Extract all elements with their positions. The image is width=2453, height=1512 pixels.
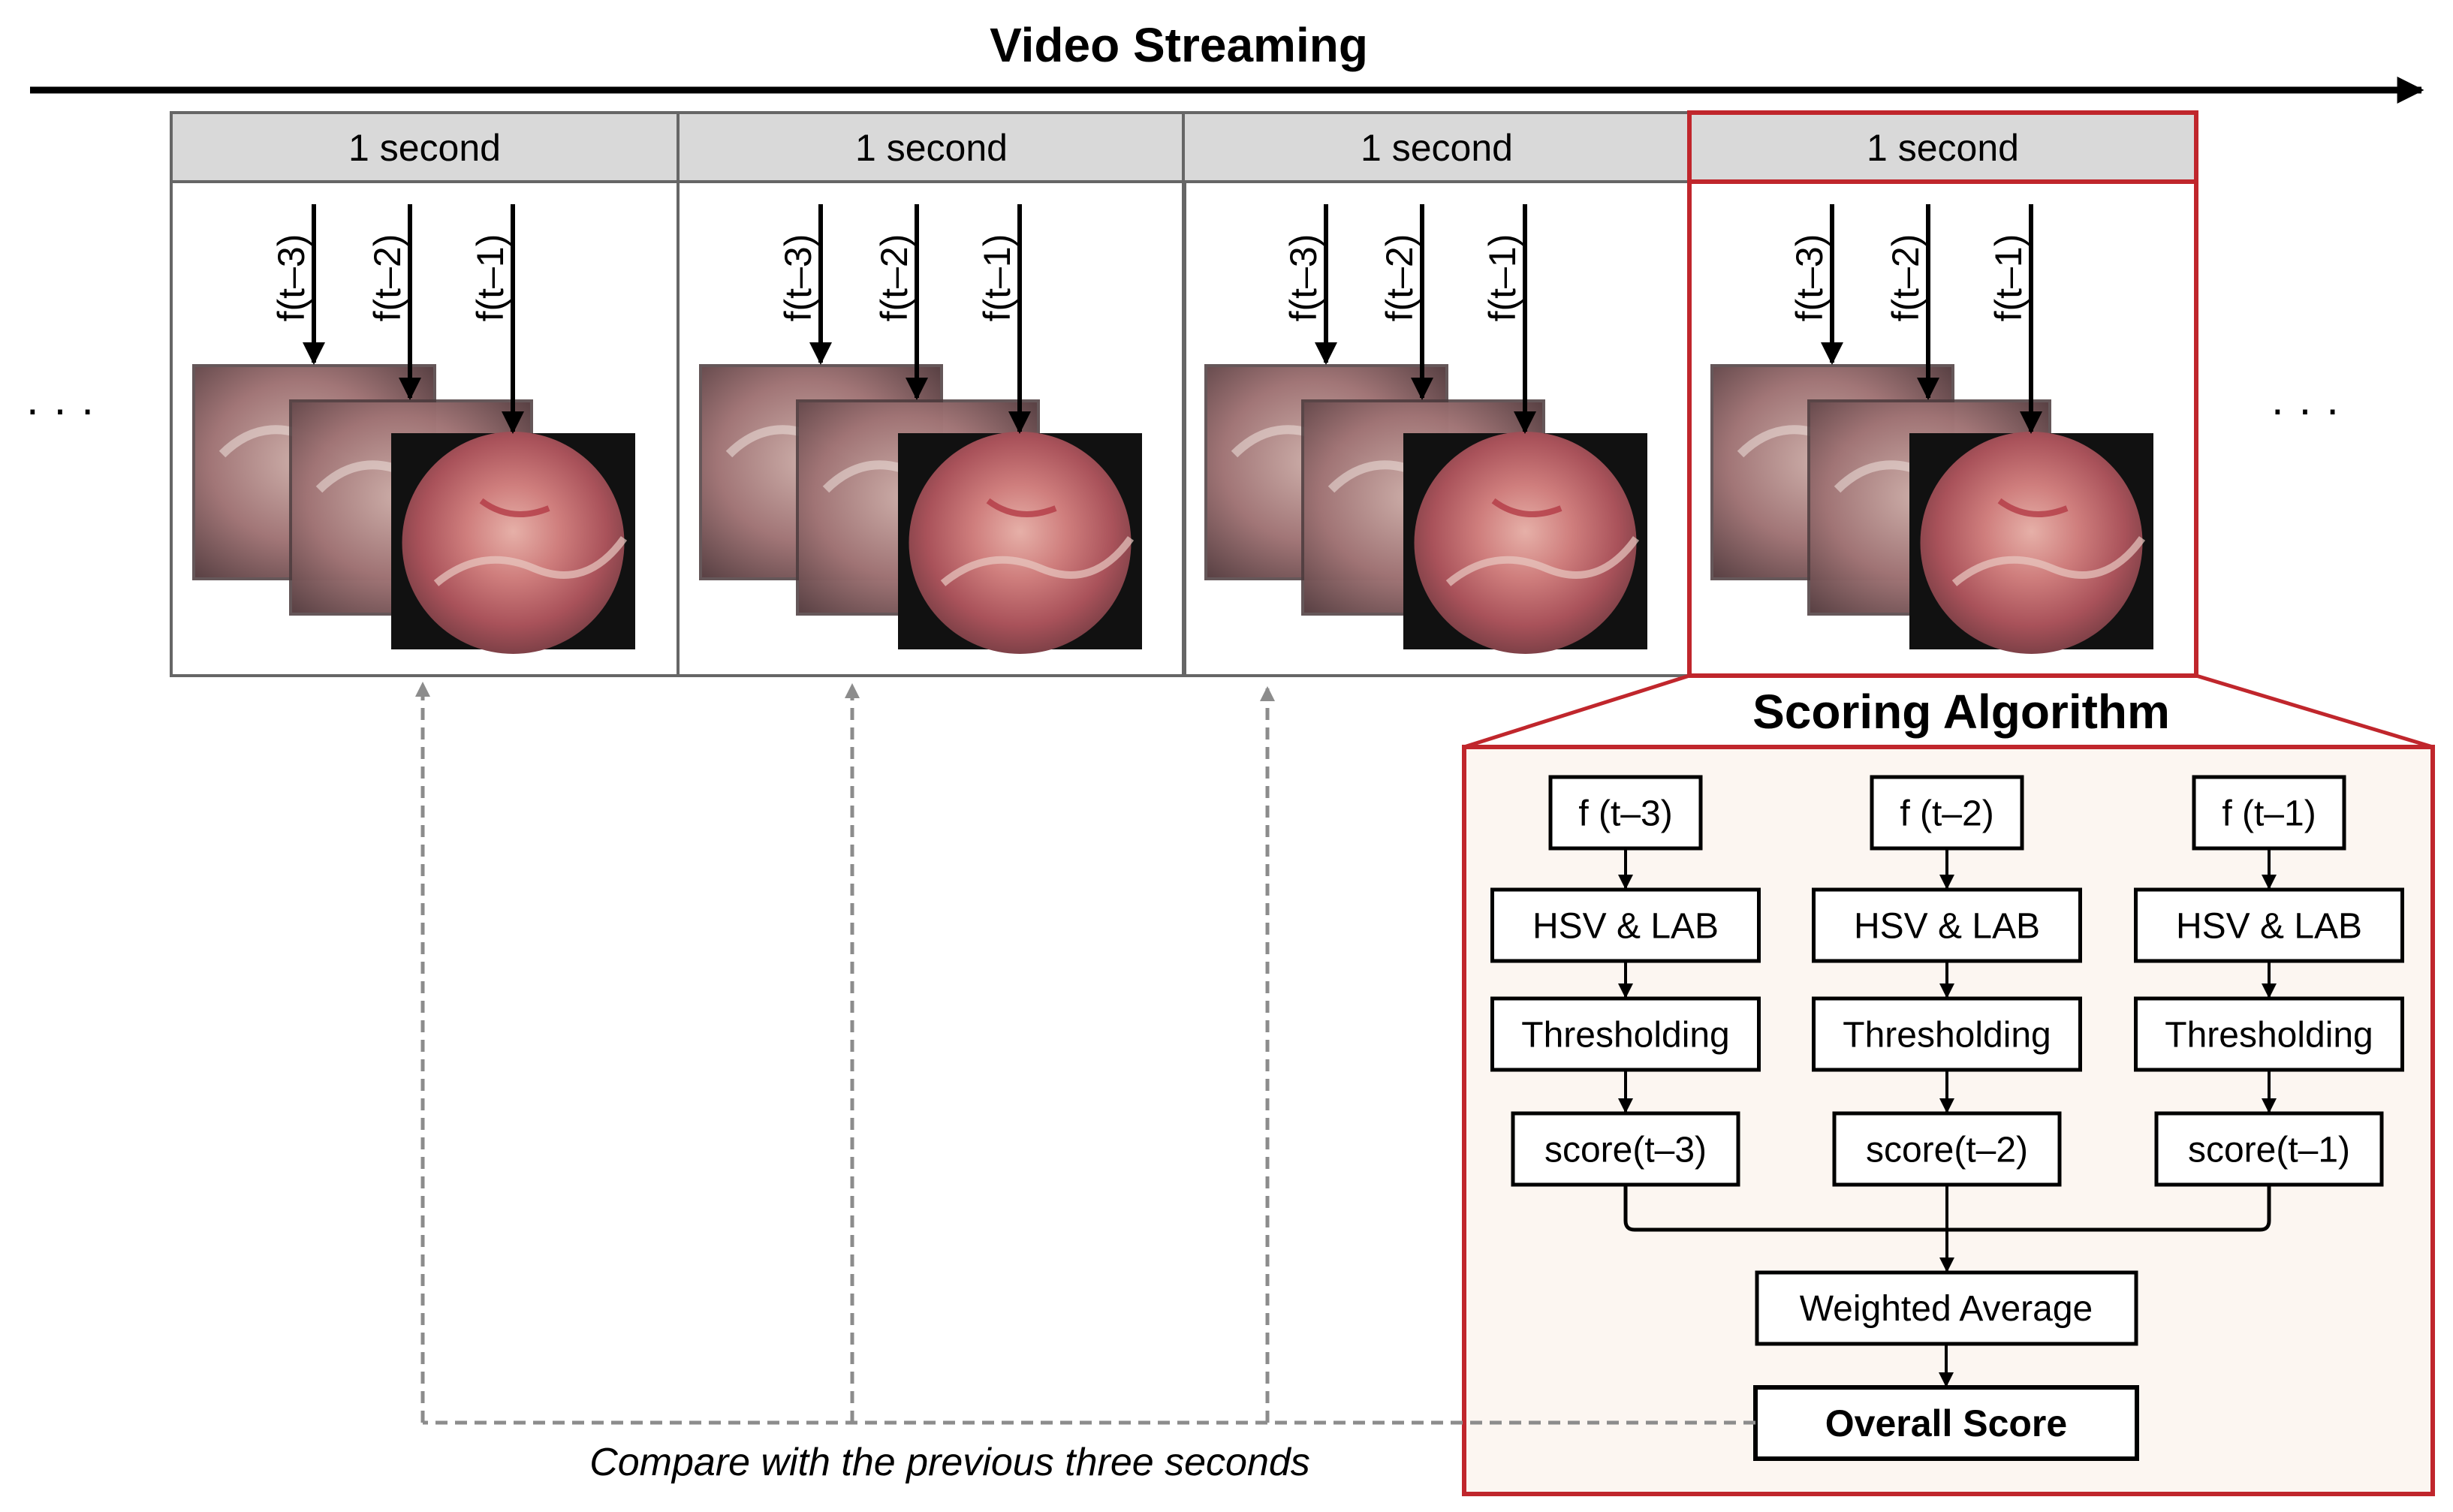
svg-text:HSV & LAB: HSV & LAB bbox=[1854, 907, 2040, 947]
frame-label: f(t–2) bbox=[1379, 234, 1421, 322]
svg-text:HSV & LAB: HSV & LAB bbox=[1532, 907, 1719, 947]
frame-label: f(t–3) bbox=[1789, 234, 1831, 322]
svg-text:HSV & LAB: HSV & LAB bbox=[2176, 907, 2362, 947]
svg-text:score(t–1): score(t–1) bbox=[2188, 1131, 2350, 1170]
flow-frame-2: f (t–2) bbox=[1870, 775, 2024, 851]
flow-threshold-1: Thresholding bbox=[1490, 996, 1761, 1072]
svg-text:f (t–1): f (t–1) bbox=[2222, 794, 2316, 834]
timeline-title: Video Streaming bbox=[990, 18, 1368, 72]
frame-label: f(t–3) bbox=[777, 234, 819, 322]
flow-color-2: HSV & LAB bbox=[1812, 887, 2082, 963]
scoring-title: Scoring Algorithm bbox=[1752, 685, 2170, 739]
frame-label: f(t–1) bbox=[976, 234, 1018, 322]
flow-frame-3: f (t–1) bbox=[2192, 775, 2346, 851]
frame-thumbnail bbox=[898, 432, 1142, 654]
ellipsis-left: · · · bbox=[25, 384, 95, 434]
flow-threshold-2: Thresholding bbox=[1812, 996, 2082, 1072]
frame-label: f(t–2) bbox=[873, 234, 915, 322]
flow-frame-1: f (t–3) bbox=[1548, 775, 1703, 851]
flow-score-2: score(t–2) bbox=[1832, 1111, 2062, 1187]
frame-label: f(t–1) bbox=[1481, 234, 1523, 322]
svg-text:f (t–2): f (t–2) bbox=[1900, 794, 1993, 834]
segment-1: 1 second f(t–3) f(t–2) f(t–1) bbox=[170, 111, 680, 677]
frame-label: f(t–2) bbox=[366, 234, 408, 322]
svg-text:score(t–3): score(t–3) bbox=[1544, 1131, 1707, 1170]
frame-label: f(t–1) bbox=[469, 234, 511, 322]
frame-thumbnail bbox=[391, 432, 635, 654]
flow-threshold-3: Thresholding bbox=[2134, 996, 2404, 1072]
segment-label: 1 second bbox=[1867, 127, 2019, 169]
segment-header bbox=[1687, 110, 2198, 184]
segment-2: 1 second f(t–3) f(t–2) f(t–1) bbox=[677, 111, 1186, 677]
segment-4: 1 second f(t–3) f(t–2) f(t–1) bbox=[1687, 110, 2198, 678]
frame-label: f(t–1) bbox=[1987, 234, 2030, 322]
segment-label: 1 second bbox=[348, 127, 501, 169]
compare-note: Compare with the previous three seconds bbox=[589, 1441, 1310, 1484]
frame-thumbnail bbox=[1909, 432, 2153, 654]
flow-color-3: HSV & LAB bbox=[2134, 887, 2404, 963]
flow-score-3: score(t–1) bbox=[2154, 1111, 2384, 1187]
overall-score-box: Overall Score bbox=[1753, 1385, 2139, 1461]
segments: 1 second f(t–3) f(t–2) f(t–1) 1 second f(t–3)… bbox=[170, 110, 2198, 678]
zoom-line-right bbox=[2195, 673, 2433, 749]
zoom-line-left bbox=[1463, 673, 1690, 749]
frame-label: f(t–3) bbox=[270, 234, 312, 322]
compare-arrows bbox=[415, 682, 1755, 1425]
svg-text:f (t–3): f (t–3) bbox=[1578, 794, 1672, 834]
flow-score-1: score(t–3) bbox=[1511, 1111, 1740, 1187]
frame-label: f(t–3) bbox=[1282, 234, 1324, 322]
svg-text:Overall Score: Overall Score bbox=[1825, 1402, 2067, 1444]
segment-header bbox=[1182, 111, 1692, 183]
weighted-average-box: Weighted Average bbox=[1755, 1270, 2138, 1346]
frame-thumbnail bbox=[1403, 432, 1647, 654]
segment-3: 1 second f(t–3) f(t–2) f(t–1) bbox=[1182, 111, 1692, 677]
frame-label: f(t–2) bbox=[1885, 234, 1927, 322]
svg-text:Weighted Average: Weighted Average bbox=[1800, 1289, 2093, 1329]
segment-body bbox=[1687, 179, 2198, 678]
scoring-flow: f (t–3) HSV & LAB Thresholding score(t–3) f … bbox=[1490, 775, 2404, 1461]
svg-text:Thresholding: Thresholding bbox=[2165, 1016, 2373, 1056]
svg-text:Thresholding: Thresholding bbox=[1521, 1016, 1730, 1056]
segment-label: 1 second bbox=[855, 127, 1008, 169]
segment-label: 1 second bbox=[1361, 127, 1513, 169]
flow-color-1: HSV & LAB bbox=[1490, 887, 1761, 963]
ellipsis-right: · · · bbox=[2270, 384, 2340, 434]
svg-text:Thresholding: Thresholding bbox=[1843, 1016, 2051, 1056]
svg-text:score(t–2): score(t–2) bbox=[1866, 1131, 2028, 1170]
